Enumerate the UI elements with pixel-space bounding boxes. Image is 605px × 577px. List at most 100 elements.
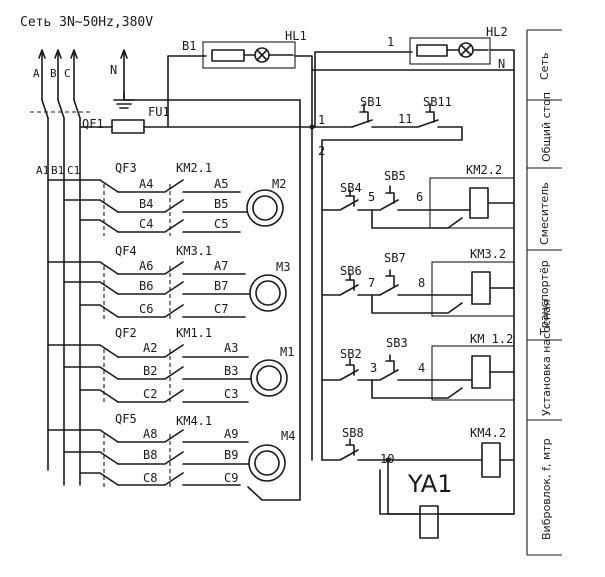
km21-contacts bbox=[117, 179, 184, 233]
km32-label: KM3.2 bbox=[470, 247, 506, 261]
side-label-pump-unit: Установка насосная bbox=[540, 300, 553, 417]
hl2-label: HL2 bbox=[486, 25, 508, 39]
km42-coil-icon bbox=[481, 442, 501, 478]
a4-label: A4 bbox=[139, 177, 153, 191]
node5-label: 5 bbox=[368, 190, 375, 204]
hl1-lamp-cross bbox=[256, 49, 268, 61]
b1-wire bbox=[167, 55, 207, 128]
m1-motor-inner bbox=[256, 365, 282, 391]
phase-a1-label: A1 bbox=[36, 164, 49, 177]
sb1-button-icon bbox=[351, 103, 373, 128]
qf4-contacts bbox=[47, 261, 119, 318]
phase-b-wire bbox=[54, 49, 62, 101]
side-label-conveyor: Транспортёр bbox=[538, 260, 551, 336]
sb5-button-icon bbox=[357, 185, 399, 211]
m3-motor-inner bbox=[255, 280, 281, 306]
sb1-label: SB1 bbox=[360, 95, 382, 109]
side-label-mixer: Смеситель bbox=[538, 182, 551, 245]
km41-contacts bbox=[117, 429, 184, 486]
m4-neutral-return bbox=[247, 99, 301, 501]
km22-coil-icon bbox=[469, 187, 489, 219]
m4-label: M4 bbox=[281, 429, 295, 443]
qf3-label: QF3 bbox=[115, 161, 137, 175]
m3-label: M3 bbox=[276, 260, 290, 274]
node3-label: 3 bbox=[370, 361, 377, 375]
b3-label: B3 bbox=[224, 364, 238, 378]
b1-label: B1 bbox=[182, 39, 196, 53]
m2-leads bbox=[182, 191, 249, 233]
m4-motor-inner bbox=[254, 450, 280, 476]
hl2-lamp-cross bbox=[460, 44, 472, 56]
km42-label: KM4.2 bbox=[470, 426, 506, 440]
sb4-label: SB4 bbox=[340, 181, 362, 195]
power-row-4: QF5 KM4.1 A8 B8 C8 A9 B9 C9 M4 bbox=[47, 99, 301, 501]
km12-box bbox=[431, 345, 515, 401]
km31-contacts bbox=[117, 261, 184, 318]
m1-leads bbox=[182, 356, 253, 403]
sb11-button-icon bbox=[417, 103, 439, 128]
hl2-branch: 1 HL2 N bbox=[311, 25, 515, 515]
row3-mech-links bbox=[103, 349, 171, 405]
km41-label: KM4.1 bbox=[176, 414, 212, 428]
phase-c-label: C bbox=[64, 67, 71, 80]
row2-mech-links bbox=[103, 266, 171, 320]
node4-label: 4 bbox=[418, 361, 425, 375]
qf2-contacts bbox=[47, 344, 119, 403]
label-column-lines bbox=[526, 29, 562, 556]
phase-c1-label: C1 bbox=[67, 164, 80, 177]
c6-label: C6 bbox=[139, 302, 153, 316]
control-row-3: SB2 SB3 3 4 KM 1.2 bbox=[321, 332, 515, 401]
km32-coil-icon bbox=[471, 271, 491, 305]
c4-label: C4 bbox=[139, 217, 153, 231]
hl1-neutral-return bbox=[294, 55, 313, 461]
row4-mech-links bbox=[103, 434, 171, 488]
sb7-label: SB7 bbox=[384, 251, 406, 265]
qf5-label: QF5 bbox=[115, 412, 137, 426]
a7-label: A7 bbox=[214, 259, 228, 273]
qf4-label: QF4 bbox=[115, 244, 137, 258]
km12-label: KM 1.2 bbox=[470, 332, 513, 346]
km31-label: KM3.1 bbox=[176, 244, 212, 258]
power-row-3: QF2 KM1.1 A2 B2 C2 A3 B3 C3 M1 bbox=[47, 326, 294, 405]
a9-label: A9 bbox=[224, 427, 238, 441]
sb3-label: SB3 bbox=[386, 336, 408, 350]
hl1-label: HL1 bbox=[285, 29, 307, 43]
hl2-resistor bbox=[416, 44, 448, 57]
control-top: 1 2 SB1 11 SB11 bbox=[309, 95, 463, 461]
sb8-label: SB8 bbox=[342, 426, 364, 440]
power-row-1: QF3 KM2.1 A4 B4 C4 A5 B5 C5 M2 bbox=[47, 161, 286, 236]
hl1-box bbox=[202, 41, 296, 69]
m2-label: M2 bbox=[272, 177, 286, 191]
b8-label: B8 bbox=[143, 448, 157, 462]
phase-a-label: A bbox=[33, 67, 40, 80]
km32-box bbox=[431, 261, 515, 317]
phase-a-wire bbox=[38, 49, 46, 101]
row2-wires bbox=[371, 294, 473, 314]
c3-label: C3 bbox=[224, 387, 238, 401]
phase-c-wire bbox=[70, 49, 78, 101]
side-label-general-stop: Общий стоп bbox=[540, 92, 553, 162]
hl1-resistor bbox=[211, 49, 245, 62]
sb4-button-icon bbox=[321, 189, 359, 211]
a6-label: A6 bbox=[139, 259, 153, 273]
m2-motor-inner bbox=[252, 195, 278, 221]
km12-coil-icon bbox=[471, 355, 491, 389]
a2-label: A2 bbox=[143, 341, 157, 355]
m1-label: M1 bbox=[280, 345, 294, 359]
sb6-label: SB6 bbox=[340, 264, 362, 278]
sb3-button-icon bbox=[357, 354, 399, 381]
control-row-2: SB6 SB7 7 8 KM3.2 bbox=[321, 247, 515, 317]
sb7-button-icon bbox=[357, 269, 399, 296]
sb2-label: SB2 bbox=[340, 347, 362, 361]
c8-label: C8 bbox=[143, 471, 157, 485]
b7-label: B7 bbox=[214, 279, 228, 293]
supply-phases: A B C N QF1 A1 B1 C1 bbox=[30, 49, 135, 486]
fu1-label: FU1 bbox=[148, 105, 170, 119]
control-row-1: SB4 SB5 5 6 KM2.2 bbox=[321, 163, 515, 229]
row1-mech-links bbox=[103, 184, 171, 236]
main-busbars bbox=[47, 117, 81, 486]
km22-label: KM2.2 bbox=[466, 163, 502, 177]
control-row-4: SB8 10 KM4.2 YA1 bbox=[321, 426, 515, 539]
ya1-solenoid-icon bbox=[419, 505, 439, 539]
